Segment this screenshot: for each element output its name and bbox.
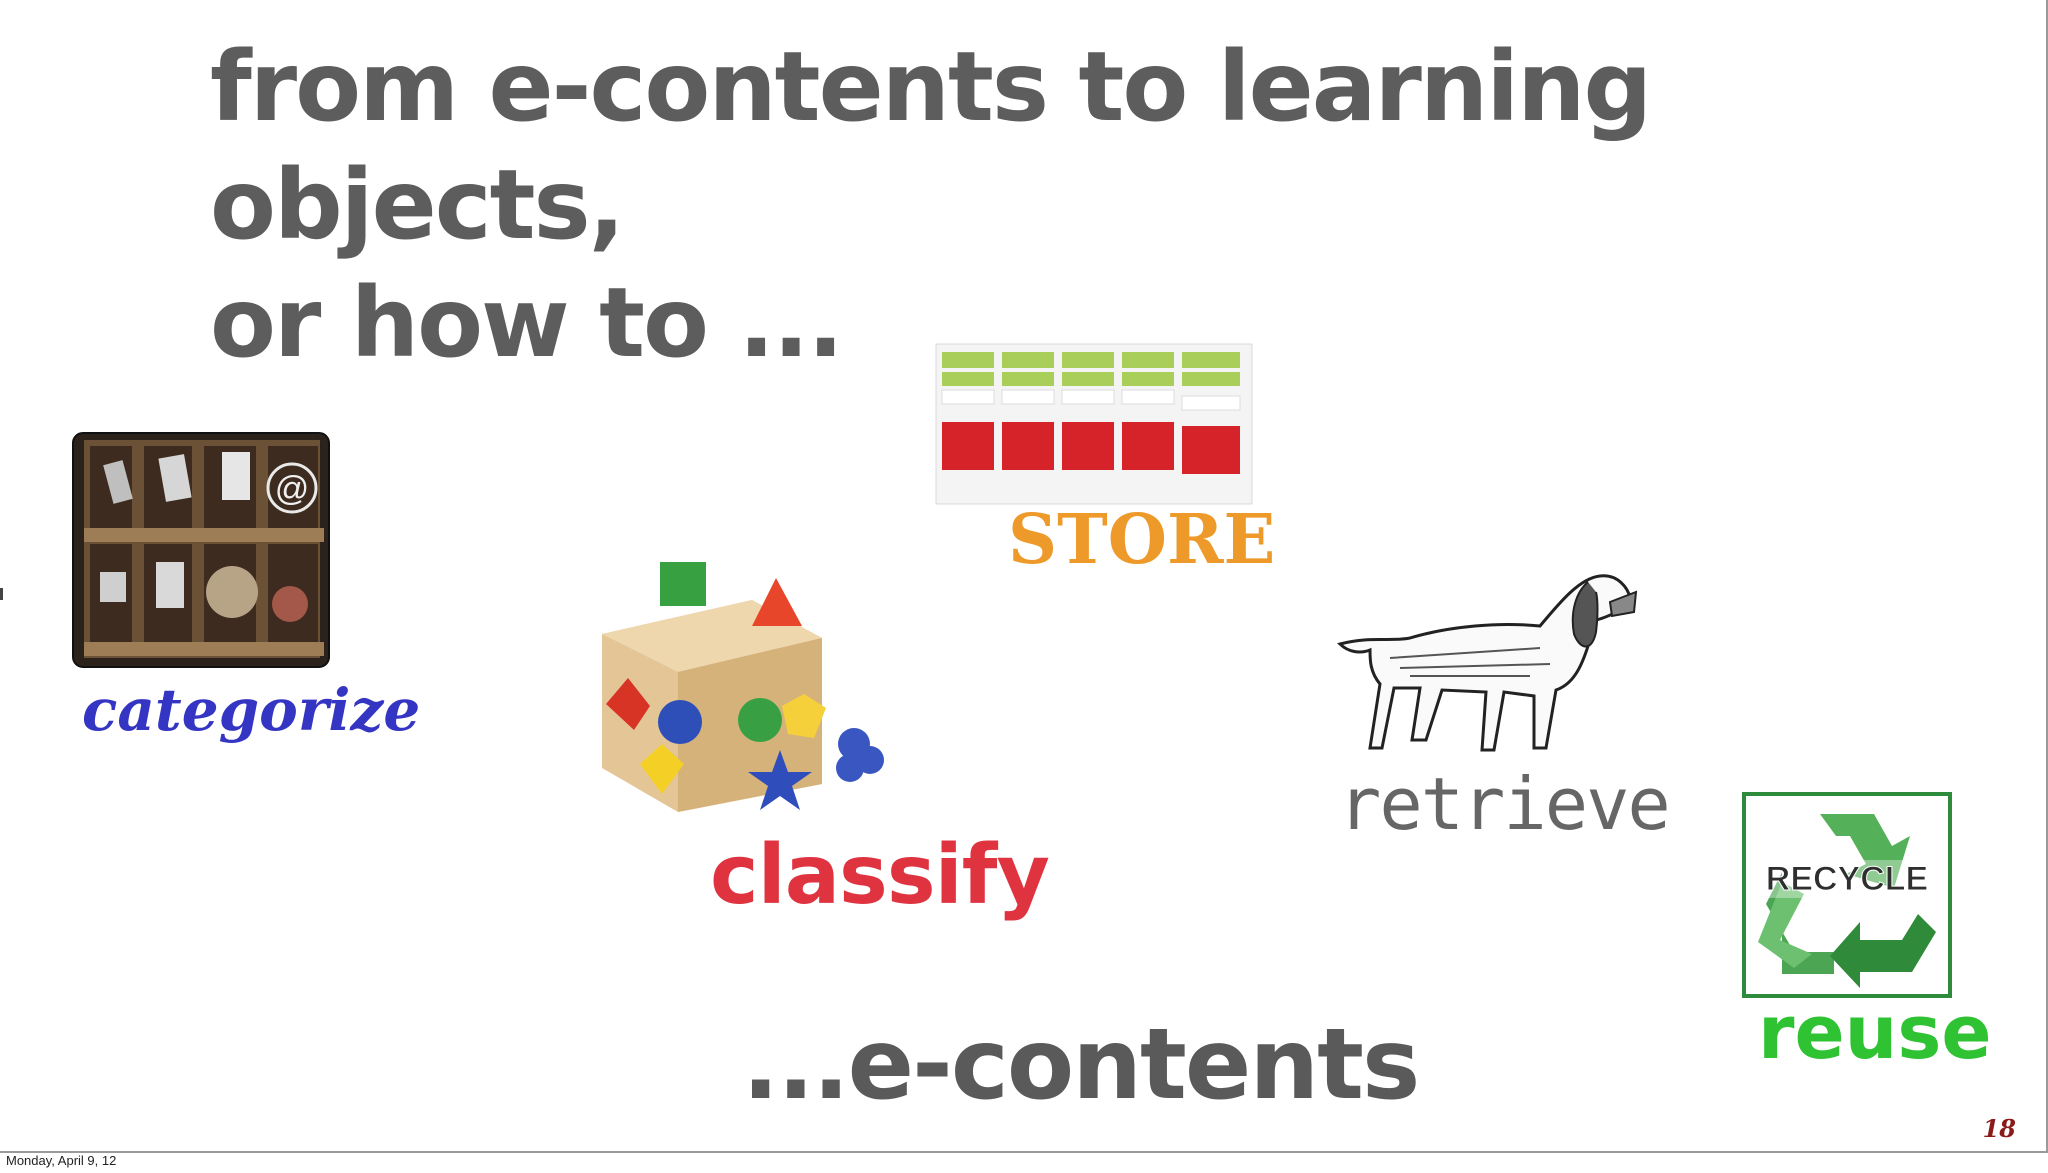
label-store: STORE [1008, 500, 1276, 580]
pigeonhole-shelf-photo: @ [72, 432, 330, 668]
title-line-1: from e-contents to learning objects, [210, 31, 1652, 261]
slide-edge-mark [0, 588, 3, 600]
shelf-columns [941, 352, 1241, 474]
page-number: 18 [1982, 1114, 2016, 1143]
label-reuse: reuse [1758, 990, 1992, 1076]
shape-sorter-toy [602, 562, 884, 812]
slide-title: from e-contents to learning objects, or … [210, 28, 1860, 382]
label-categorize: categorize [82, 676, 421, 744]
recycle-label: RECYCLE [1766, 860, 1928, 898]
label-classify: classify [710, 828, 1050, 923]
label-retrieve: retrieve [1338, 762, 1671, 846]
footer-date: Monday, April 9, 12 [6, 1153, 117, 1168]
at-icon: @ [275, 470, 310, 508]
storage-shelf-unit [935, 343, 1253, 505]
recycle-icon: RECYCLE [1742, 792, 1952, 998]
retriever-dog-drawing [1337, 574, 1638, 752]
label-e-contents: ...e-contents [742, 1008, 1420, 1122]
title-line-2: or how to ... [210, 267, 844, 379]
